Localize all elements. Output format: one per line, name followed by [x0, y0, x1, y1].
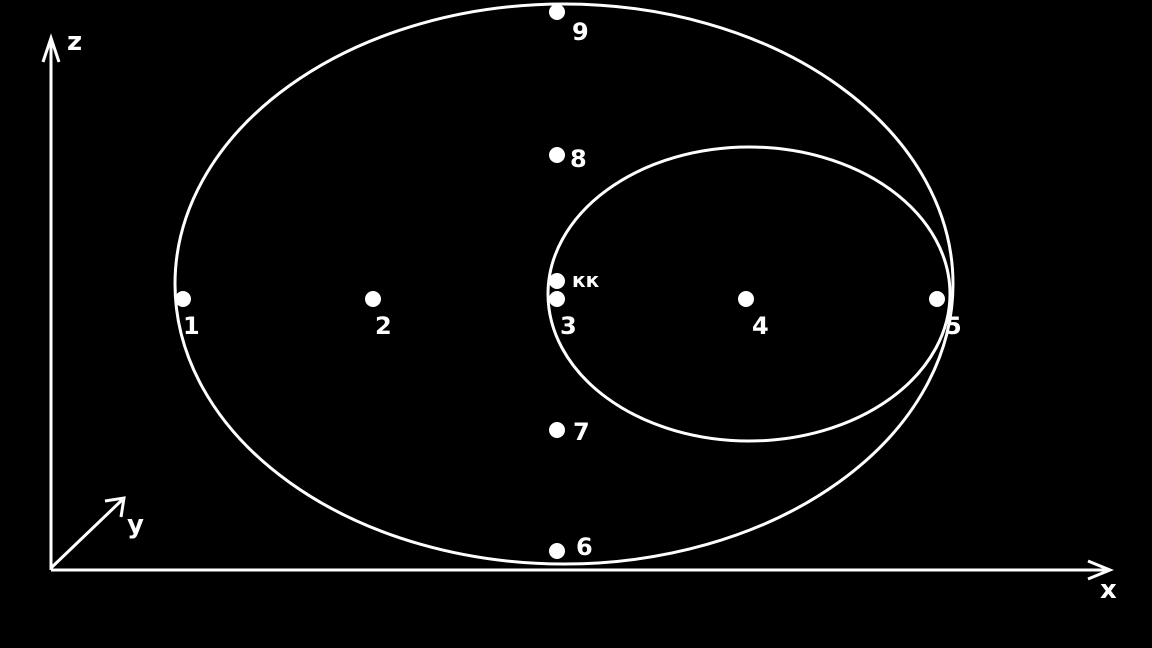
point-1-label: 1 — [183, 312, 200, 340]
point-2 — [365, 291, 381, 307]
point-9-label: 9 — [572, 18, 589, 46]
x-axis-arrowhead — [1087, 559, 1114, 581]
point-8-label: 8 — [570, 145, 587, 173]
y-axis-label: y — [127, 510, 144, 540]
point-1 — [175, 291, 191, 307]
point-kk — [549, 273, 565, 289]
z-axis-label: z — [67, 27, 82, 57]
point-2-label: 2 — [375, 312, 392, 340]
point-4 — [738, 291, 754, 307]
point-8 — [549, 147, 565, 163]
point-5 — [929, 291, 945, 307]
point-6 — [549, 543, 565, 559]
point-4-label: 4 — [752, 312, 769, 340]
outer-orbit — [173, 2, 955, 566]
inner-orbit — [546, 145, 952, 443]
point-3-label: 3 — [560, 312, 577, 340]
point-7-label: 7 — [573, 418, 590, 446]
x-axis-label: x — [1100, 575, 1117, 605]
point-kk-label: кк — [572, 268, 600, 292]
y-axis-arrowhead — [104, 496, 126, 518]
point-6-label: 6 — [576, 533, 593, 561]
point-5-label: 5 — [945, 312, 962, 340]
point-9 — [549, 4, 565, 20]
y-axis — [49, 498, 124, 570]
point-3 — [549, 291, 565, 307]
point-7 — [549, 422, 565, 438]
z-axis-arrowhead — [41, 33, 61, 63]
